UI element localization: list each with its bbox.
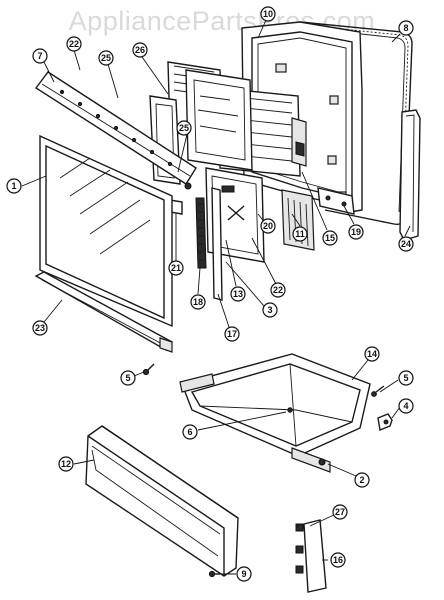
callout-22-center: 22 (270, 282, 286, 298)
callout-19: 19 (348, 224, 364, 240)
callout-number: 19 (351, 227, 361, 237)
callout-20: 20 (260, 218, 276, 234)
part-1-outer-door-panel (39, 134, 173, 328)
callout-10: 10 (260, 6, 276, 22)
part-14-drawer-pan (179, 353, 371, 473)
oven-door-assembly (34, 21, 421, 353)
callout-number: 9 (241, 569, 246, 579)
callout-number: 10 (263, 9, 273, 19)
callout-15: 15 (322, 230, 338, 246)
callout-7: 7 (32, 48, 48, 64)
callout-number: 7 (37, 51, 42, 61)
callout-number: 5 (403, 373, 408, 383)
callout-5-right: 5 (398, 370, 414, 386)
part-12-drawer-front (85, 425, 239, 577)
callout-number: 26 (135, 45, 145, 55)
callout-4: 4 (398, 398, 414, 414)
callout-number: 27 (335, 507, 345, 517)
screw-right (371, 385, 385, 397)
callout-number: 25 (101, 53, 111, 63)
callout-17: 17 (224, 326, 240, 342)
callout-number: 2 (359, 475, 364, 485)
callout-27: 27 (332, 504, 348, 520)
part-17-rail (211, 187, 223, 301)
callout-number: 14 (367, 349, 377, 359)
callout-number: 13 (233, 289, 243, 299)
callout-number: 15 (325, 233, 335, 243)
callout-18: 18 (190, 294, 206, 310)
callout-5-left: 5 (120, 370, 136, 386)
callout-2: 2 (354, 472, 370, 488)
part-23-bottom-trim (34, 271, 174, 353)
callout-21: 21 (168, 260, 184, 276)
callout-13: 13 (230, 286, 246, 302)
callout-number: 5 (125, 373, 130, 383)
callout-number: 21 (171, 263, 181, 273)
screw-left (142, 363, 155, 376)
leader-lines (21, 19, 411, 575)
callout-24: 24 (398, 236, 414, 252)
callout-number: 22 (69, 39, 79, 49)
callout-16: 16 (330, 552, 346, 568)
callout-9: 9 (236, 566, 252, 582)
part-24-side-trim (399, 109, 421, 241)
drawer-assembly (85, 353, 393, 593)
callout-number: 17 (227, 329, 237, 339)
callout-6: 6 (182, 424, 198, 440)
part-18-hinge-strip (195, 197, 207, 269)
callout-number: 4 (403, 401, 408, 411)
callout-number: 3 (267, 305, 272, 315)
part-7-top-trim (34, 71, 197, 185)
callout-11: 11 (292, 226, 308, 242)
callout-number: 24 (401, 239, 411, 249)
callout-22-top: 22 (66, 36, 82, 52)
callout-number: 16 (333, 555, 343, 565)
callout-25-top: 25 (98, 50, 114, 66)
callout-number: 23 (35, 323, 45, 333)
callout-1: 1 (6, 178, 22, 194)
callout-3: 3 (262, 302, 278, 318)
callout-23: 23 (32, 320, 48, 336)
callout-25-center: 25 (176, 120, 192, 136)
callout-number: 25 (179, 123, 189, 133)
callout-number: 22 (273, 285, 283, 295)
callout-number: 12 (61, 459, 71, 469)
part-16-clip-kit (295, 519, 327, 593)
part-4-roller (377, 413, 393, 431)
callout-number: 18 (193, 297, 203, 307)
callout-8: 8 (398, 20, 414, 36)
callout-number: 8 (403, 23, 408, 33)
callout-number: 20 (263, 221, 273, 231)
callout-number: 6 (187, 427, 192, 437)
window-glass-stack (167, 61, 253, 171)
callout-12: 12 (58, 456, 74, 472)
callout-14: 14 (364, 346, 380, 362)
callout-number: 11 (295, 229, 305, 239)
callout-number: 1 (11, 181, 16, 191)
callout-26: 26 (132, 42, 148, 58)
